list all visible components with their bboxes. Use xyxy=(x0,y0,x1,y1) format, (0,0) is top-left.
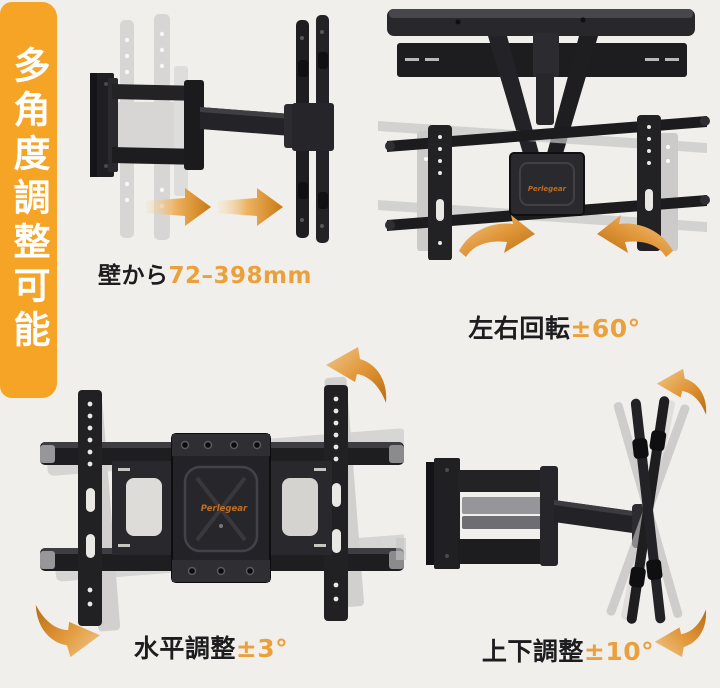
wall-plate-frames xyxy=(112,461,332,555)
vesa-plate: Perlegear xyxy=(171,433,271,583)
banner-label: 多角度調整可能 xyxy=(7,46,50,354)
ghost-fragment xyxy=(396,538,406,560)
multi-angle-banner: 多角度調整可能 xyxy=(0,2,57,398)
level-caption: 水平調整±3° xyxy=(91,629,331,665)
articulating-arm xyxy=(458,466,648,566)
tilt-caption: 上下調整±10° xyxy=(448,632,688,668)
level-caption-value: ±3° xyxy=(235,634,289,663)
tv-bracket-left xyxy=(428,125,452,260)
swivel-caption-value: ±60° xyxy=(570,314,641,343)
tv-bracket xyxy=(292,15,334,243)
swivel-illustration: Perlegear xyxy=(378,9,710,260)
extension-illustration xyxy=(90,14,334,243)
vesa-plate: Perlegear xyxy=(509,152,585,216)
articulating-arms xyxy=(488,33,598,157)
extend-arrow-icon xyxy=(218,188,283,226)
tilt-illustration xyxy=(396,368,707,658)
brand-logo: Perlegear xyxy=(528,185,567,193)
swivel-caption-label: 左右回転 xyxy=(468,314,571,343)
extension-caption-value: 72–398mm xyxy=(168,263,312,289)
extension-caption: 壁から72–398mm xyxy=(80,256,330,290)
tilt-caption-label: 上下調整 xyxy=(481,637,584,666)
brand-logo: Perlegear xyxy=(201,504,248,514)
level-illustration: Perlegear xyxy=(35,347,404,661)
wall-plate xyxy=(426,458,460,569)
tv-bracket-right xyxy=(324,385,348,621)
level-caption-label: 水平調整 xyxy=(133,634,236,663)
tilt-caption-value: ±10° xyxy=(583,637,655,666)
tv-bracket-left xyxy=(78,390,102,626)
swivel-caption: 左右回転±60° xyxy=(437,309,672,345)
tv-bracket-tilted xyxy=(626,396,670,624)
extension-caption-label: 壁から xyxy=(98,263,169,289)
